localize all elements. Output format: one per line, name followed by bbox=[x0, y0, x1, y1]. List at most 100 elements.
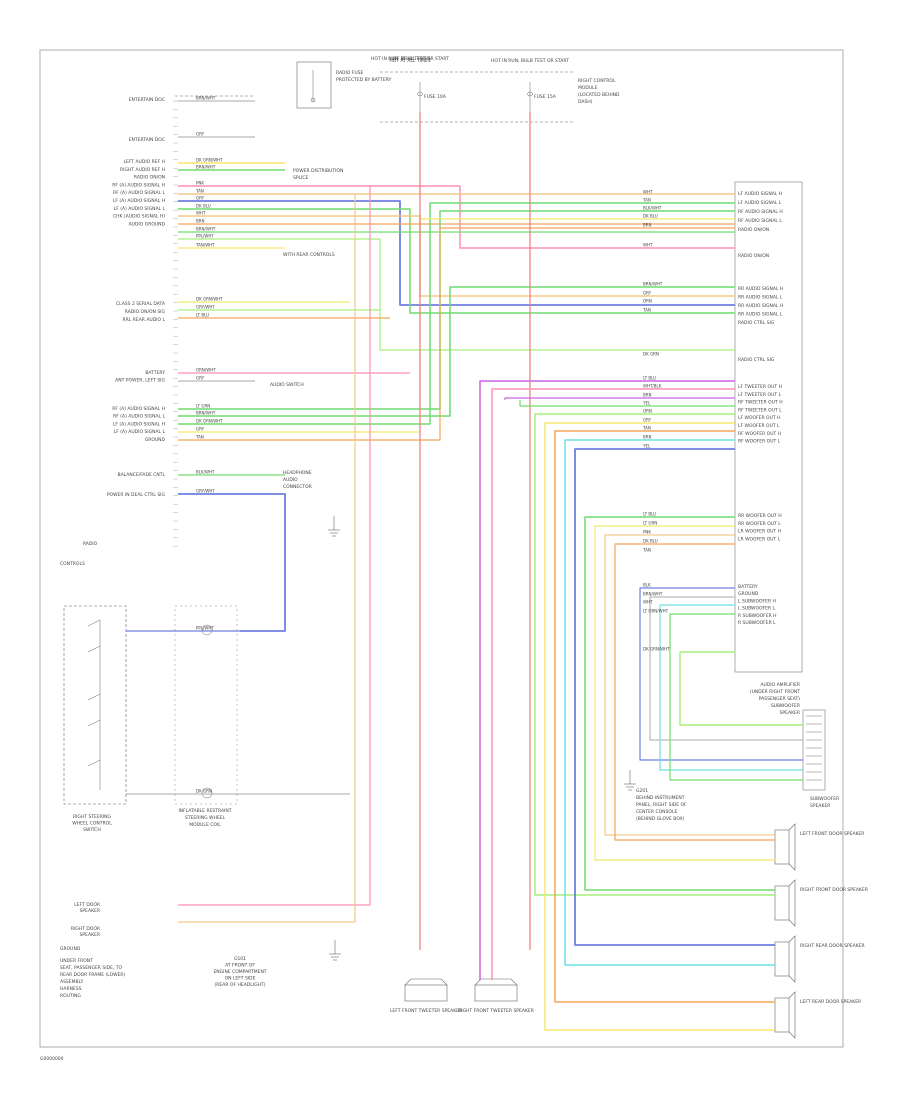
diagram-label: LR WOOFER OUT L bbox=[738, 536, 781, 542]
diagram-label: RIGHT DOOR bbox=[71, 926, 100, 932]
diagram-label: ENTERTAIN DOC bbox=[129, 97, 165, 103]
wire-code: TAN bbox=[642, 548, 651, 553]
wire bbox=[594, 525, 775, 861]
wire-code: DK BLU bbox=[643, 214, 658, 219]
diagram-label: LEFT REAR DOOR SPEAKER bbox=[800, 999, 861, 1005]
diagram-label: L SUBWOOFER L bbox=[738, 606, 776, 612]
diagram-label: RF (A) AUDIO SIGNAL H bbox=[112, 406, 165, 412]
speaker-left-rear-door bbox=[774, 991, 796, 1039]
wire bbox=[178, 218, 735, 433]
wire-code: BRN/WHT bbox=[196, 411, 216, 416]
diagram-label: REAR DOOR FRAME (LOWER) bbox=[60, 972, 126, 978]
diagram-label: G0000000 bbox=[40, 1056, 64, 1062]
wire-code: WHT bbox=[643, 600, 653, 605]
diagram-label: LF (A) AUDIO SIGNAL L bbox=[114, 429, 166, 435]
diagram-label: HOT IN RUN, BULB TEST OR START bbox=[491, 58, 569, 64]
diagram-label: RR WOOFER OUT H bbox=[738, 513, 782, 519]
wire bbox=[178, 227, 735, 441]
wire-code: BRN/WHT bbox=[196, 96, 216, 101]
diagram-label: SPEAKER bbox=[780, 710, 800, 716]
diagram-label: RADIO bbox=[83, 541, 98, 547]
wire-code: DK GRN/WHT bbox=[196, 158, 223, 163]
wire-code: LT BLU bbox=[643, 376, 656, 381]
diagram-label: (BEHIND GLOVE BOX) bbox=[636, 816, 685, 822]
diagram-label: RF AUDIO SIGNAL L bbox=[738, 218, 782, 224]
wire-code: ORN/WHT bbox=[196, 368, 216, 373]
wire-code: BLK bbox=[643, 583, 651, 588]
wire bbox=[479, 380, 735, 980]
ground-icon bbox=[329, 940, 341, 961]
diagram-label: RR AUDIO SIGNAL L bbox=[738, 295, 783, 301]
diagram-label: CONTROLS bbox=[60, 561, 85, 567]
diagram-label: RRL REAR AUDIO L bbox=[123, 317, 166, 323]
wire bbox=[604, 534, 775, 836]
wire-code: BRN/WHT bbox=[643, 592, 663, 597]
diagram-label: RIGHT FRONT DOOR SPEAKER bbox=[800, 887, 868, 893]
ground-icon bbox=[328, 516, 340, 537]
wire-code: BLK/WHT bbox=[196, 470, 215, 475]
steering-wheel-switch bbox=[63, 605, 127, 805]
wire-code: LT BLU bbox=[643, 512, 656, 517]
wire bbox=[534, 413, 775, 896]
diagram-label: LF AUDIO SIGNAL H bbox=[738, 191, 782, 197]
wire-code: BRN bbox=[643, 435, 652, 440]
radio-connector-right bbox=[734, 181, 803, 673]
coil-module bbox=[174, 605, 238, 805]
diagram-label: BEHIND INSTRUMENT bbox=[636, 795, 685, 801]
diagram-label: G101 bbox=[234, 956, 246, 962]
diagram-label: LF TWEETER OUT L bbox=[738, 392, 782, 398]
diagram-label: SPLICE bbox=[293, 175, 309, 181]
wire-code: WHT bbox=[643, 243, 653, 248]
diagram-label: ASSEMBLY bbox=[60, 979, 84, 985]
diagram-label: AUDIO AMPLIFIER bbox=[760, 682, 800, 688]
diagram-label: RR AUDIO SIGNAL H bbox=[738, 286, 783, 292]
diagram-label: RADIO ON/ON bbox=[738, 253, 769, 259]
wire-code: TAN/WHT bbox=[195, 243, 215, 248]
diagram-label: PASSENGER SEAT) bbox=[759, 696, 800, 702]
diagram-label: GROUND bbox=[145, 437, 166, 443]
wire bbox=[491, 388, 735, 980]
wire-code: PPL/WHT bbox=[196, 626, 214, 631]
diagram-label: RF (A) AUDIO SIGNAL H bbox=[112, 182, 165, 188]
wire bbox=[519, 400, 735, 407]
diagram-label: BATTERY bbox=[738, 584, 758, 590]
diagram-label: RIGHT CONTROL bbox=[578, 78, 616, 84]
diagram-label: LF WOOFER OUT L bbox=[738, 423, 780, 429]
wire-code: BRN/WHT bbox=[196, 165, 216, 170]
diagram-label: POWER IN DEAL CTRL SIG bbox=[107, 492, 166, 498]
diagram-label: ENGINE COMPARTMENT bbox=[213, 969, 266, 975]
diagram-label: LR WOOFER OUT H bbox=[738, 529, 781, 535]
diagram-label: RIGHT STEERING bbox=[73, 814, 112, 820]
diagram-label: AUDIO GROUND bbox=[129, 221, 166, 227]
fuse-box bbox=[296, 61, 332, 109]
wire-code: DK GRN/WHT bbox=[196, 297, 223, 302]
diagram-label: ANT POWER, LEFT SIG bbox=[115, 378, 165, 384]
wire-code: WHT bbox=[643, 190, 653, 195]
wire-code: GRY bbox=[196, 132, 205, 137]
diagram-label: RF WOOFER OUT H bbox=[738, 431, 781, 437]
wire-code: BRN bbox=[643, 223, 652, 228]
diagram-label: LEFT DOOR bbox=[74, 902, 100, 908]
diagram-label: RADIO CTRL SIG bbox=[738, 320, 775, 326]
diagram-label: RR AUDIO SIGNAL H bbox=[738, 303, 783, 309]
wire bbox=[504, 397, 735, 400]
subwoofer-connector bbox=[802, 709, 826, 791]
diagram-label: INFLATABLE RESTRAINT bbox=[178, 808, 231, 814]
diagram-label: CLASS 2 SERIAL DATA bbox=[116, 301, 166, 307]
wire-code: GRY bbox=[196, 376, 205, 381]
diagram-label: SUBWOOFER bbox=[771, 703, 800, 709]
wire-code: YEL bbox=[642, 444, 651, 449]
diagram-label: RF TWEETER OUT L bbox=[738, 407, 782, 413]
diagram-label: RIGHT FRONT TWEETER SPEAKER bbox=[458, 1008, 534, 1014]
diagram-label: HOT AT ALL TIMES bbox=[389, 58, 430, 64]
wire-code: DK GRN bbox=[643, 352, 659, 357]
wire bbox=[649, 596, 803, 741]
wire-code: TAN bbox=[195, 189, 204, 194]
wire-code: WHT/BLK bbox=[643, 384, 662, 389]
wire-code: DK GRN bbox=[196, 789, 212, 794]
wire-code: WHT bbox=[196, 211, 206, 216]
diagram-label: HOT IN RUN, BULB TEST OR START bbox=[371, 56, 449, 62]
diagram-label: (UNDER RIGHT FRONT bbox=[750, 689, 800, 695]
speaker-left-front-door bbox=[774, 823, 796, 871]
